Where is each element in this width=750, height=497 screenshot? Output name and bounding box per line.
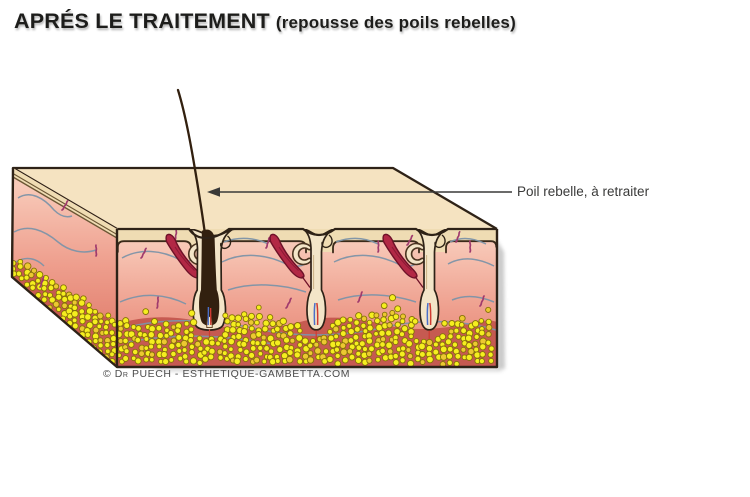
epidermis-edge-strip [13,168,117,238]
skin-surface-top-face [13,168,497,229]
credit-line: © Dr PUECH - ESTHETIQUE-GAMBETTA.COM [103,368,351,380]
fat-cells-front [117,294,495,367]
block-shadow [150,240,505,372]
front-face-cross-section [115,227,499,369]
rebel-hair [176,88,207,236]
rebel-hair-follicle [188,229,236,343]
annotation-label: Poil rebelle, à retraiter [517,184,650,199]
annotation-arrow [207,187,512,197]
title-main: APRÉS LE TRAITEMENT [14,9,270,33]
left-face-dermis [10,167,118,368]
title-note: (repousse des poils rebelles) [275,13,516,32]
hair-root [199,229,220,326]
fat-cells-left [12,258,117,365]
page-title: APRÉS LE TRAITEMENT (repousse des poils r… [14,9,516,34]
skin-surface-front-edge [117,227,497,240]
